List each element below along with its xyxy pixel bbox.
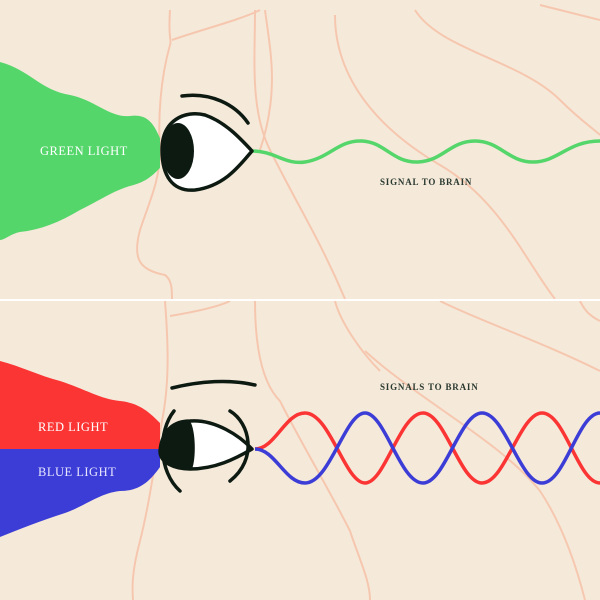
green-light-label: GREEN LIGHT [40, 144, 128, 158]
blue-light-label: BLUE LIGHT [38, 465, 117, 479]
signals-to-brain-label: SIGNALS TO BRAIN [380, 382, 479, 392]
red-light-beam [0, 361, 160, 449]
eye-icon [160, 93, 254, 192]
red-blue-light-panel: RED LIGHT BLUE LIGHT SIGNALS TO BRAIN [0, 301, 600, 600]
blue-light-beam [0, 449, 160, 537]
blue-signal-wave [254, 411, 600, 485]
green-light-panel: GREEN LIGHT SIGNAL TO BRAIN [0, 0, 600, 299]
panel-divider [0, 299, 600, 301]
face-profile-lines [0, 4, 600, 299]
signal-to-brain-label: SIGNAL TO BRAIN [380, 177, 473, 187]
face-profile-lines-bottom [0, 301, 600, 600]
red-signal-wave [254, 411, 600, 485]
red-light-label: RED LIGHT [38, 420, 109, 434]
green-light-beam [0, 62, 160, 240]
eye-icon-bottom [158, 379, 257, 493]
green-signal-wave [251, 139, 600, 165]
